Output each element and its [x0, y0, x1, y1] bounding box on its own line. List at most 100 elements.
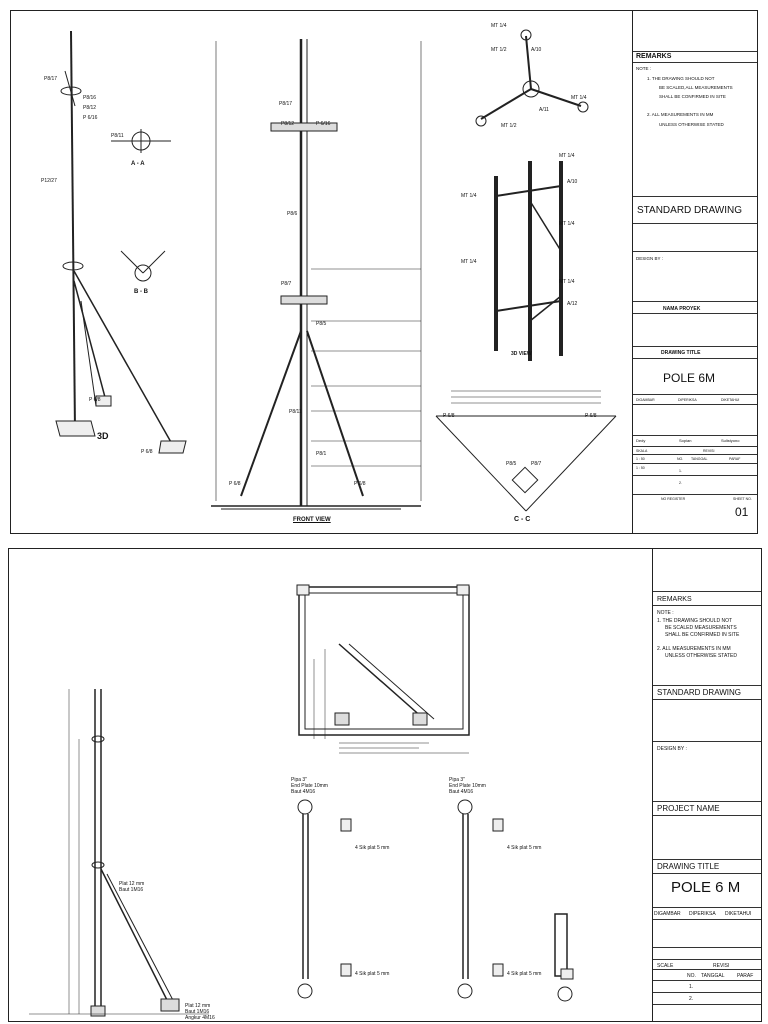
s2-pipe-b: Pipa 3" — [449, 777, 465, 783]
tb2-scale: SCALE — [657, 963, 674, 969]
label-p8-16: P8/16 — [83, 95, 97, 101]
pole-3d-view — [55, 30, 187, 454]
s2-plat-5d: 4 Sik plat 5 mm — [507, 971, 542, 977]
tb2-col-diketahui: DIKETAHUI — [725, 911, 752, 917]
label-mt-14-a: MT 1/4 — [491, 23, 507, 29]
tb2-project-row — [653, 801, 761, 802]
s2-baut-m16: Baut 1M16 — [119, 887, 144, 893]
label-p8-17: P8/17 — [44, 76, 58, 82]
tb2-col-digambar: DIGAMBAR — [654, 911, 681, 917]
label-front-p8-6: P8/6 — [287, 211, 298, 217]
s2-plat-5b: 4 Sik plat 5 mm — [355, 971, 390, 977]
tb2-standard-drawing: STANDARD DRAWING — [657, 688, 741, 697]
label-mt-14-d: MT 1/4 — [461, 193, 477, 199]
base-part-detail — [554, 913, 574, 1002]
tb1-title-row-2 — [633, 358, 757, 359]
tb1-rev-row-2 — [633, 475, 757, 476]
s2-end-plate-b: End Plate 10mm — [449, 783, 486, 789]
drawing-sheet-2: Pipa 3" End Plate 10mm Baut 4M16 Pipa 3"… — [8, 548, 762, 1022]
tb1-standard-drawing: STANDARD DRAWING — [637, 205, 742, 216]
label-a11: A/11 — [539, 107, 549, 113]
tb1-remarks: REMARKS — [636, 53, 672, 60]
tb2-design-row — [653, 741, 761, 742]
plan-frame — [296, 584, 470, 754]
tb1-title-row — [633, 346, 757, 347]
tb1-project-row-2 — [633, 313, 757, 314]
tb2-rev-row-1 — [653, 980, 761, 981]
label-p8-11: P8/11 — [111, 133, 124, 139]
label-cc-p6-8-b: P 6/8 — [585, 413, 597, 419]
label-cc-p6-8-a: P 6/8 — [443, 413, 455, 419]
tb1-scale-row — [633, 446, 757, 447]
tb1-design-row — [633, 251, 757, 252]
label-3d-view: 3D VIEW — [511, 351, 532, 357]
label-p6-8-b: P 6/8 — [141, 449, 153, 455]
tb1-project-name: NAMA PROYEK — [663, 306, 701, 312]
tb1-scale-row-2 — [633, 454, 757, 455]
label-p6-8-a: P 6/8 — [89, 397, 101, 403]
tb1-project-row — [633, 301, 757, 302]
tb2-pole-title: POLE 6 M — [671, 879, 741, 896]
tb1-revisi: REVISI — [703, 449, 715, 453]
label-a10-a: A/10 — [531, 47, 542, 53]
label-mt-12-a: MT 1/2 — [491, 47, 507, 53]
s2-plat-5a: 4 Sik plat 5 mm — [355, 845, 390, 851]
s2-plat-12: Plat 12 mm — [119, 881, 145, 887]
sheet1-drawing-canvas — [55, 29, 617, 512]
tb1-register-row — [633, 494, 757, 495]
tb1-sheet-no-value: 01 — [735, 505, 749, 519]
label-mt-14-f: MT 1/4 — [461, 259, 477, 265]
tb2-note2-l1: 2. ALL MEASUREMENTS IN MM — [657, 646, 731, 652]
tb1-sheet-no-label: SHEET NO. — [733, 497, 752, 501]
tb2-remarks: REMARKS — [657, 596, 692, 603]
label-p12-27: P12/27 — [41, 178, 57, 184]
label-a10-b: A/10 — [567, 179, 578, 185]
label-front-p6-16: P 6/16 — [316, 121, 331, 127]
tb1-col-digambar: DIGAMBAR — [636, 398, 655, 402]
tb1-no: NO. — [677, 457, 684, 461]
label-front-p8-12: P8/12 — [281, 121, 295, 127]
s2-plat-12b: Plat 12 mm — [185, 1003, 211, 1009]
label-p6-16: P 6/16 — [83, 115, 98, 121]
tb1-note1-l1: 1. THE DRAWING SHOULD NOT — [647, 76, 715, 81]
tb1-remarks-row — [633, 51, 757, 52]
label-cc-p8-7: P8/7 — [531, 461, 542, 467]
s2-pipe-a: Pipa 3" — [291, 777, 307, 783]
tb1-no-register: NO REGISTER — [661, 497, 686, 501]
s2-baut-1m16: Baut 1M16 — [185, 1009, 210, 1015]
tb1-name-3: Sulistyono — [721, 438, 740, 443]
title-block-sheet-2: REMARKS NOTE : 1. THE DRAWING SHOULD NOT… — [652, 549, 761, 1021]
tb2-top-row — [653, 591, 761, 592]
tb2-project-row-2 — [653, 815, 761, 816]
label-mt-14-c: MT 1/4 — [559, 153, 575, 159]
tb1-name-1: Dedy — [636, 438, 646, 443]
drawing-sheet-1: P8/17 P8/16 P8/12 P 6/16 P12/27 A - A P8… — [10, 10, 758, 534]
tb1-tanggal: TANGGAL — [691, 457, 708, 461]
tb2-rev-row-2 — [653, 992, 761, 993]
label-mt-12-b: MT 1/2 — [501, 123, 517, 129]
label-mt-14-e: MT 1/4 — [559, 221, 575, 227]
tb1-std-row — [633, 196, 757, 197]
section-cc — [435, 390, 617, 512]
tb2-scale-row — [653, 959, 761, 960]
tb1-rev-1: 1. — [679, 469, 682, 473]
tb2-std-row-2 — [653, 699, 761, 700]
tb1-col-diperiksa: DIPERIKSA — [678, 398, 697, 402]
tb2-remarks-row — [653, 605, 761, 606]
tb1-name-2: Sopian — [679, 438, 692, 443]
tb1-rev-row-1 — [633, 463, 757, 464]
label-front-p8-7: P8/7 — [281, 281, 292, 287]
strut-detail-a — [297, 799, 352, 999]
strut-detail-b — [457, 799, 504, 999]
label-mt-14-g: MT 1/4 — [559, 279, 575, 285]
label-front-p8-11: P8/11 — [289, 409, 302, 415]
tb1-pole-title: POLE 6M — [663, 371, 716, 385]
s2-baut-b: Baut 4M16 — [449, 789, 474, 795]
label-front-p6-8-a: P 6/8 — [229, 481, 241, 487]
s2-baut-a: Baut 4M16 — [291, 789, 316, 795]
section-bb — [120, 250, 166, 282]
tb2-no: NO. — [687, 973, 696, 979]
top-plan-view — [475, 29, 589, 127]
label-section-cc: C - C — [514, 516, 531, 523]
s2-plat-5c: 4 Sik plat 5 mm — [507, 845, 542, 851]
